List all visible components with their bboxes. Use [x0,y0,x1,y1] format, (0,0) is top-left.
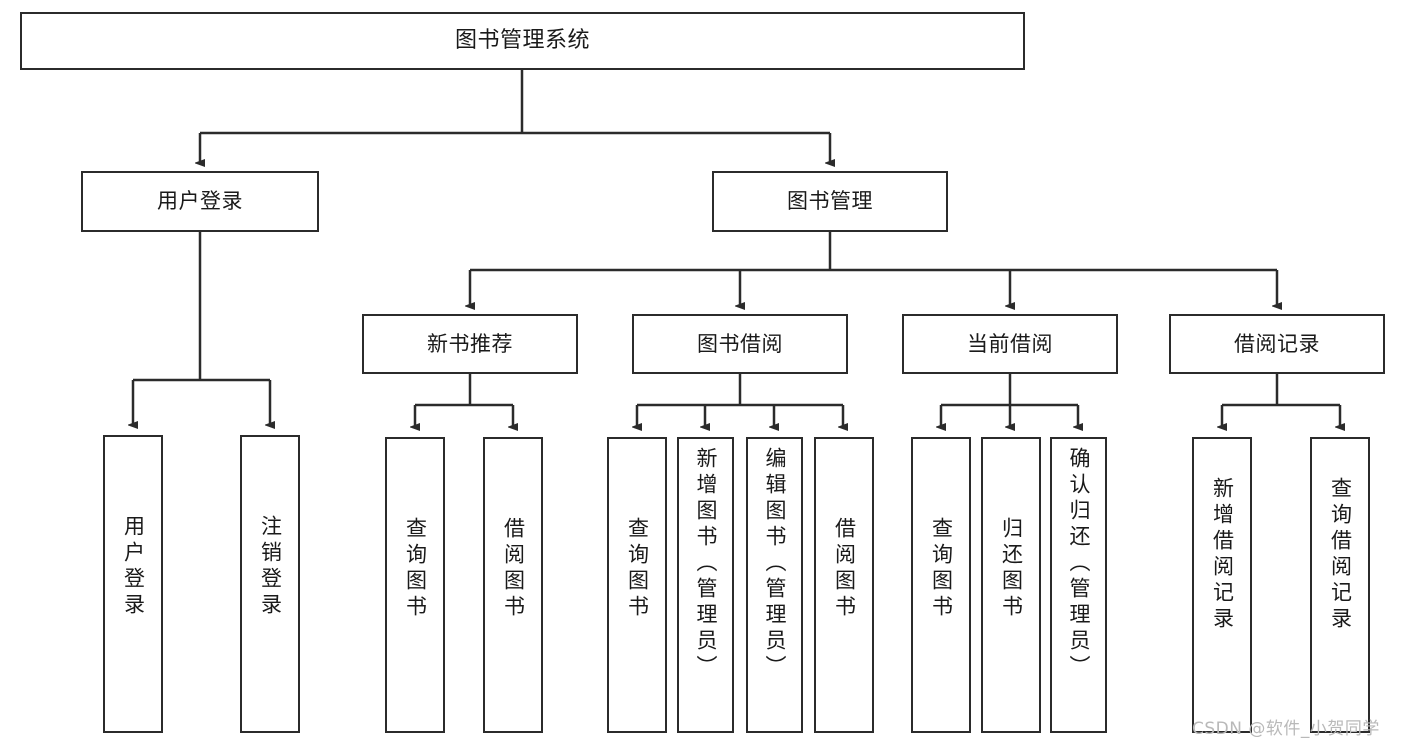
node-user-login[interactable]: 用户登录 [81,171,319,232]
leaf-record-add-borrow-record[interactable]: 新增借阅记录 [1192,437,1252,733]
node-label: 确认归还（管理员） [1067,447,1091,681]
leaf-recommend-borrow-book[interactable]: 借阅图书 [483,437,543,733]
node-root-book-management-system[interactable]: 图书管理系统 [20,12,1025,70]
node-borrow-record[interactable]: 借阅记录 [1169,314,1385,374]
node-book-borrow[interactable]: 图书借阅 [632,314,848,374]
leaf-borrow-add-book-admin[interactable]: 新增图书（管理员） [677,437,734,733]
leaf-user-login-logout[interactable]: 注销登录 [240,435,300,733]
node-label: 新增图书（管理员） [694,447,718,681]
node-label: 查询借阅记录 [1328,477,1353,633]
node-label: 图书借阅 [697,331,783,356]
leaf-borrow-query-book[interactable]: 查询图书 [607,437,667,733]
leaf-record-query-borrow-record[interactable]: 查询借阅记录 [1310,437,1370,733]
node-label: 归还图书 [999,517,1024,621]
leaf-current-return-book[interactable]: 归还图书 [981,437,1041,733]
node-label: 查询图书 [929,517,954,621]
node-label: 借阅图书 [501,517,526,621]
node-new-book-recommend[interactable]: 新书推荐 [362,314,578,374]
node-label: 新增借阅记录 [1210,477,1235,633]
leaf-current-confirm-return-admin[interactable]: 确认归还（管理员） [1050,437,1107,733]
node-label: 编辑图书（管理员） [763,447,787,681]
leaf-recommend-query-book[interactable]: 查询图书 [385,437,445,733]
node-book-management[interactable]: 图书管理 [712,171,948,232]
node-current-borrow[interactable]: 当前借阅 [902,314,1118,374]
csdn-watermark: CSDN @软件_小贺同学 [1192,719,1380,739]
leaf-user-login-login[interactable]: 用户登录 [103,435,163,733]
node-label: 新书推荐 [427,331,513,356]
leaf-current-query-book[interactable]: 查询图书 [911,437,971,733]
node-label: 查询图书 [625,517,650,621]
node-label: 借阅记录 [1234,331,1320,356]
node-label: 图书管理系统 [454,28,590,54]
leaf-borrow-edit-book-admin[interactable]: 编辑图书（管理员） [746,437,803,733]
node-label: 当前借阅 [967,331,1053,356]
node-label: 用户登录 [157,189,243,214]
node-label: 借阅图书 [832,517,857,621]
node-label: 图书管理 [787,189,873,214]
node-label: 用户登录 [121,515,146,619]
node-label: 注销登录 [258,515,283,619]
node-label: 查询图书 [403,517,428,621]
leaf-borrow-borrow-book[interactable]: 借阅图书 [814,437,874,733]
